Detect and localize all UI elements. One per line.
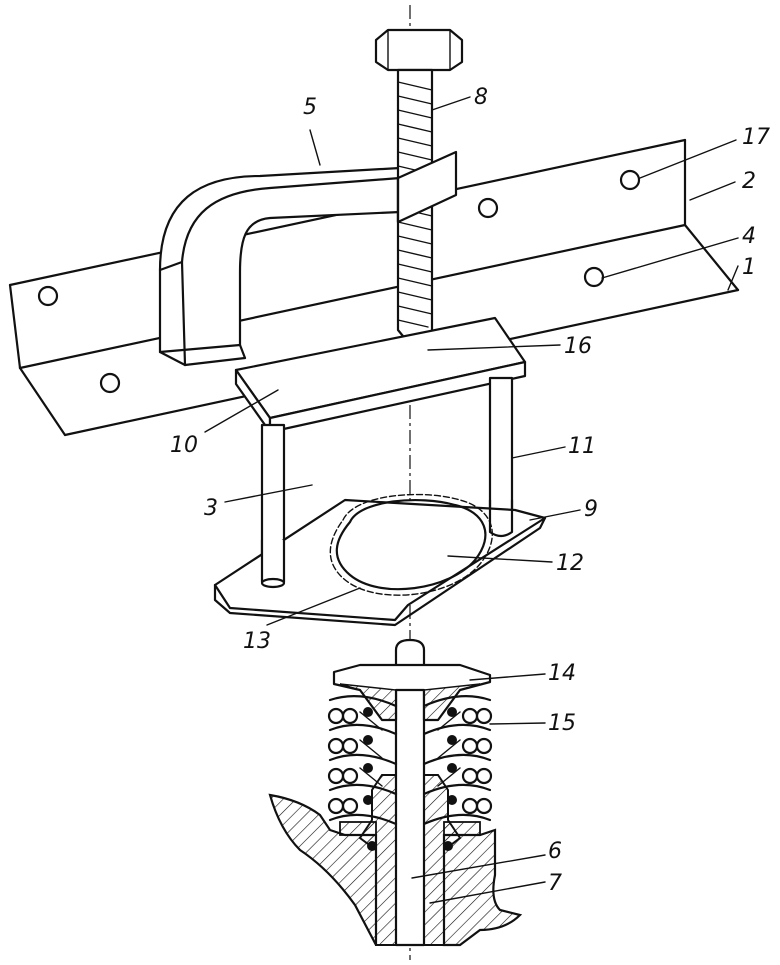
callout-9: 9: [584, 497, 598, 522]
hole: [477, 197, 499, 219]
callout-10: 10: [170, 433, 198, 458]
bracket: [158, 166, 402, 367]
callout-15: 15: [548, 711, 576, 736]
top-plate: [234, 316, 527, 434]
hole: [37, 285, 59, 307]
callout-5: 5: [303, 95, 317, 120]
callout-17: 17: [742, 125, 770, 150]
hole: [99, 372, 121, 394]
callout-16: 16: [564, 334, 592, 359]
callout-2: 2: [742, 169, 756, 194]
callout-14: 14: [548, 661, 576, 686]
callout-3: 3: [204, 496, 218, 521]
callout-8: 8: [474, 85, 488, 110]
callout-4: 4: [742, 224, 756, 249]
leader-lines: [204, 96, 739, 904]
hole: [619, 169, 641, 191]
outer-spring: [327, 695, 493, 826]
callout-labels: 5 8 17 2 4 1 16 10 11 3 9 12 13 14 15 6 …: [170, 85, 770, 896]
callout-1: 1: [742, 255, 756, 280]
callout-13: 13: [243, 629, 271, 654]
callout-6: 6: [548, 839, 562, 864]
valve-assembly: [268, 638, 523, 947]
callout-7: 7: [548, 871, 562, 896]
callout-12: 12: [556, 551, 584, 576]
base-plate: [213, 493, 547, 627]
callout-11: 11: [568, 434, 596, 459]
